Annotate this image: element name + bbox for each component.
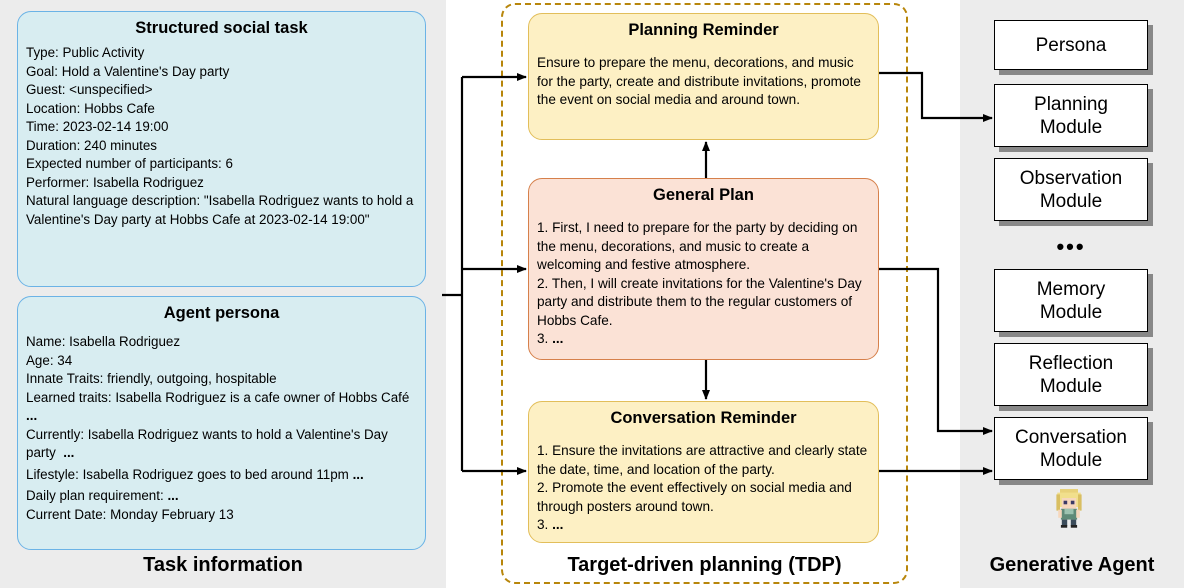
ellipsis: ...	[352, 466, 364, 482]
memory-module: Memory Module	[994, 269, 1148, 332]
task-description: Natural language description: "Isabella …	[26, 193, 414, 227]
agent-persona-title: Agent persona	[163, 304, 280, 322]
task-duration: Duration: 240 minutes	[26, 137, 158, 153]
ellipsis: ...	[552, 517, 564, 532]
ellipsis: ...	[26, 408, 38, 423]
conversation-module: Conversation Module	[994, 417, 1148, 480]
persona-learned-traits: Learned traits: Isabella Rodriguez is a …	[26, 389, 410, 424]
persona-current-date: Current Date: Monday February 13	[26, 506, 234, 522]
task-performer: Performer: Isabella Rodriguez	[26, 174, 204, 190]
structured-social-task-box: Structured social task Type: Public Acti…	[17, 11, 426, 287]
persona-currently: Currently: Isabella Rodriguez wants to h…	[26, 426, 388, 461]
modules-ellipsis: •••	[1056, 234, 1086, 259]
general-plan-item-1: 1. First, I need to prepare for the part…	[537, 220, 858, 272]
persona-innate-traits: Innate Traits: friendly, outgoing, hospi…	[26, 371, 277, 386]
conversation-reminder-box: Conversation Reminder 1. Ensure the invi…	[528, 401, 879, 543]
task-goal: Goal: Hold a Valentine's Day party	[26, 63, 230, 79]
conversation-reminder-item-3: 3. ...	[537, 517, 564, 532]
conversation-reminder-item-2: 2. Promote the event effectively on soci…	[537, 480, 852, 514]
agent-persona-box: Agent persona Name: Isabella Rodriguez A…	[17, 296, 426, 550]
persona-daily-plan: Daily plan requirement: ...	[26, 488, 179, 503]
planning-reminder-box: Planning Reminder Ensure to prepare the …	[528, 13, 879, 140]
general-plan-title: General Plan	[653, 186, 754, 204]
ellipsis: ...	[552, 331, 564, 346]
task-participants: Expected number of participants: 6	[26, 156, 233, 171]
tdp-label: Target-driven planning (TDP)	[567, 554, 842, 576]
task-time: Time: 2023-02-14 19:00	[26, 119, 169, 134]
generative-agent-label: Generative Agent	[989, 554, 1155, 576]
ellipsis: ...	[63, 445, 75, 460]
reflection-module: Reflection Module	[994, 343, 1148, 406]
conversation-reminder-item-1: 1. Ensure the invitations are attractive…	[537, 443, 868, 477]
persona-module: Persona	[994, 20, 1148, 70]
general-plan-item-3: 3. ...	[537, 331, 564, 346]
persona-lifestyle: Lifestyle: Isabella Rodriguez goes to be…	[26, 466, 364, 482]
general-plan-item-2: 2. Then, I will create invitations for t…	[537, 275, 862, 328]
agent-avatar-icon	[1056, 489, 1082, 528]
general-plan-box: General Plan 1. First, I need to prepare…	[528, 178, 879, 360]
observation-module: Observation Module	[994, 158, 1148, 221]
persona-name: Name: Isabella Rodriguez	[26, 334, 181, 349]
conversation-reminder-title: Conversation Reminder	[610, 409, 797, 427]
task-type: Type: Public Activity	[26, 45, 145, 60]
task-guest: Guest: <unspecified>	[26, 82, 153, 97]
structured-social-task-title: Structured social task	[135, 19, 308, 37]
task-location: Location: Hobbs Cafe	[26, 100, 155, 116]
planning-module: Planning Module	[994, 84, 1148, 147]
task-information-label: Task information	[143, 554, 303, 576]
planning-reminder-title: Planning Reminder	[628, 21, 779, 39]
planning-reminder-text: Ensure to prepare the menu, decorations,…	[537, 55, 861, 107]
persona-age: Age: 34	[26, 352, 73, 368]
ellipsis: ...	[167, 488, 179, 503]
